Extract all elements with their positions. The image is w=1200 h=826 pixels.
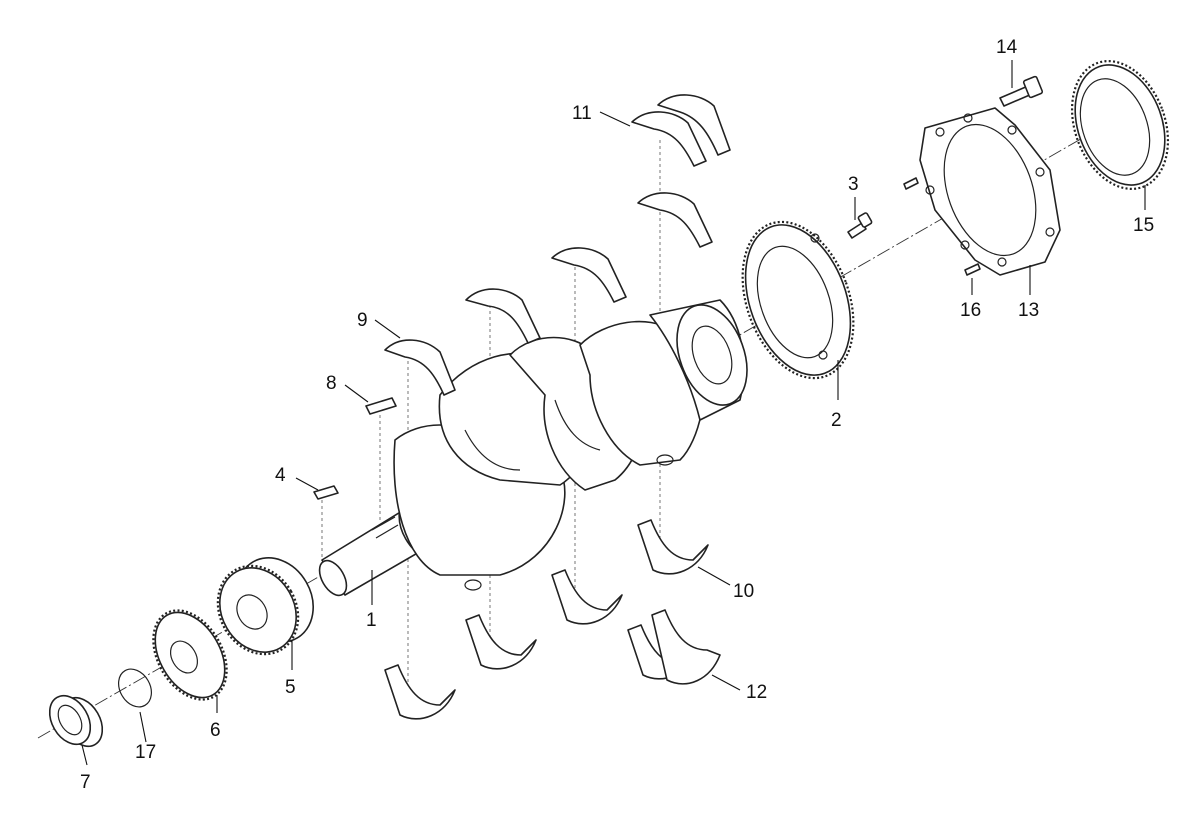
callout-17: 17	[135, 742, 156, 763]
callout-labels: 1 2 3 4 5 6 7 8 9 10 11 12 13 14 15 16 1…	[80, 37, 1154, 793]
callout-6: 6	[210, 720, 221, 741]
thrust-ring	[118, 668, 152, 708]
callout-3: 3	[848, 174, 859, 195]
dowel-pin	[903, 177, 981, 276]
timing-gear	[152, 609, 228, 701]
leader-lines	[81, 60, 1146, 766]
callout-14: 14	[996, 37, 1018, 58]
rear-oil-seal	[1070, 59, 1170, 191]
callout-10: 10	[733, 581, 754, 602]
callout-7: 7	[80, 772, 91, 793]
callout-5: 5	[285, 677, 296, 698]
callout-4: 4	[275, 465, 286, 486]
woodruff-key-4	[313, 485, 339, 500]
callout-11: 11	[572, 103, 592, 124]
callout-1: 1	[366, 610, 377, 631]
callout-13: 13	[1018, 300, 1039, 321]
callout-8: 8	[326, 373, 337, 394]
helical-gear	[216, 557, 314, 656]
ring-gear-bolt	[847, 212, 873, 239]
lower-bearing-shells	[384, 519, 721, 720]
upper-bearing-shells	[384, 94, 731, 396]
rear-seal-housing	[919, 107, 1061, 276]
housing-bolt	[999, 75, 1044, 107]
crankshaft	[318, 299, 748, 597]
ring-gear	[741, 220, 855, 380]
callout-2: 2	[831, 410, 842, 431]
callout-9: 9	[357, 310, 368, 331]
woodruff-key-8	[365, 397, 397, 415]
callout-12: 12	[746, 682, 767, 703]
callout-16: 16	[960, 300, 981, 321]
front-oil-seal	[48, 694, 104, 748]
callout-15: 15	[1133, 215, 1154, 236]
